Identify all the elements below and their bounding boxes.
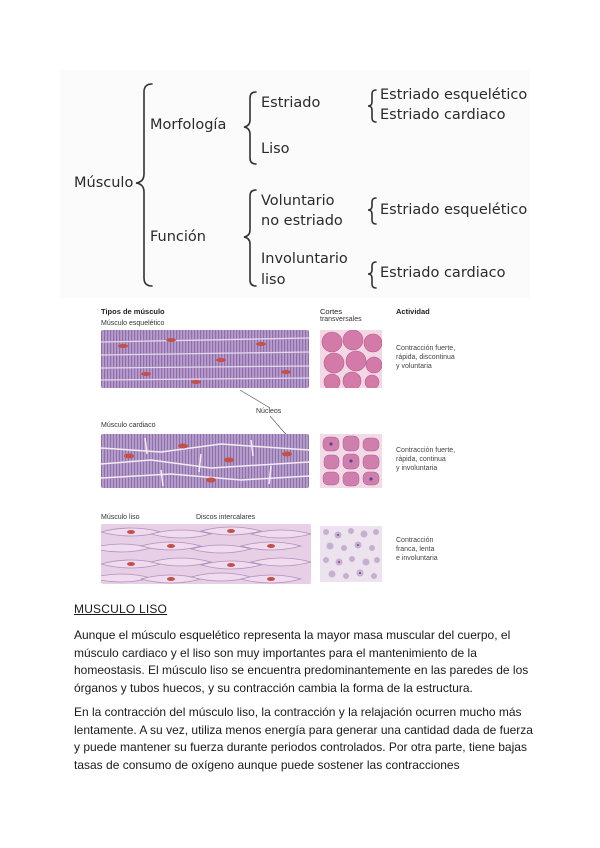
brace-musculo (135, 83, 153, 287)
cardiac-activity-line-1: Contracción fuerte, (396, 447, 456, 454)
col-header-sections-1: Cortes (320, 307, 343, 316)
scheme-smooth-label: Liso (261, 141, 290, 157)
skeletal-muscle-illustration (101, 330, 309, 388)
skeletal-activity-line-1: Contracción fuerte, (396, 345, 456, 352)
skeletal-cross-section (320, 330, 382, 388)
brace-funcion (243, 189, 257, 287)
brace-morfologia (243, 91, 257, 165)
scheme-voluntary-line-2: no estriado (261, 213, 343, 229)
label-nuclei: Núcleos (256, 408, 282, 415)
scheme-striated-type-2: Estriado cardiaco (380, 107, 506, 123)
col-header-activity: Actividad (396, 307, 430, 316)
col-header-types: Tipos de músculo (101, 307, 165, 316)
scheme-morphology-label: Morfología (150, 117, 227, 133)
scheme-involuntary-type: Estriado cardiaco (380, 265, 506, 281)
scheme-striated-type-1: Estriado esquelético (380, 87, 528, 103)
cardiac-muscle-illustration (101, 434, 309, 488)
smooth-cross-section (320, 526, 382, 582)
row-name-cardiac: Músculo cardiaco (101, 422, 156, 429)
cardiac-activity: Contracción fuerte, rápida, continua y i… (396, 446, 476, 473)
scheme-root-label: Músculo (74, 175, 134, 191)
smooth-activity: Contracción franca, lenta e involuntaria (396, 536, 476, 563)
smooth-activity-line-3: e involuntaria (396, 555, 438, 563)
muscle-classification-scheme: Músculo Morfología Estriado Liso Estriad… (60, 70, 530, 298)
scheme-striated-label: Estriado (261, 95, 321, 111)
brace-estriado (367, 89, 377, 123)
paragraph-1: Aunque el músculo esquelético representa… (74, 628, 529, 695)
scheme-involuntary-line-2: liso (261, 272, 286, 288)
scheme-involuntary-line-1: Involuntario (261, 251, 348, 267)
smooth-muscle-illustration (101, 524, 311, 584)
row-name-skeletal: Músculo esquelético (101, 320, 165, 327)
cardiac-activity-line-2: rápida, continua (396, 456, 446, 464)
cardiac-cross-section (320, 434, 382, 488)
row-name-smooth: Músculo liso (101, 514, 140, 521)
scheme-braces (135, 83, 377, 289)
muscle-types-figure: Tipos de músculo Cortes transversales Ac… (70, 300, 530, 592)
cardiac-activity-line-3: y involuntaria (396, 465, 438, 473)
scheme-voluntary-type: Estriado esquelético (380, 202, 528, 218)
brace-voluntario (367, 197, 377, 225)
paragraph-2: En la contracción del músculo liso, la c… (74, 705, 533, 772)
label-intercalated-discs: Discos intercalares (196, 514, 256, 521)
scheme-function-label: Función (150, 229, 206, 245)
brace-involuntario (367, 261, 377, 289)
scheme-voluntary-line-1: Voluntario (261, 193, 335, 209)
smooth-activity-line-2: franca, lenta (396, 546, 435, 554)
section-heading: MUSCULO LISO (74, 602, 168, 616)
skeletal-activity-line-3: y voluntaria (396, 363, 432, 371)
skeletal-activity: Contracción fuerte, rápida, discontinua … (396, 344, 476, 371)
skeletal-activity-line-2: rápida, discontinua (396, 354, 455, 362)
col-header-sections-2: transversales (320, 316, 362, 323)
smooth-activity-line-1: Contracción (396, 537, 434, 544)
